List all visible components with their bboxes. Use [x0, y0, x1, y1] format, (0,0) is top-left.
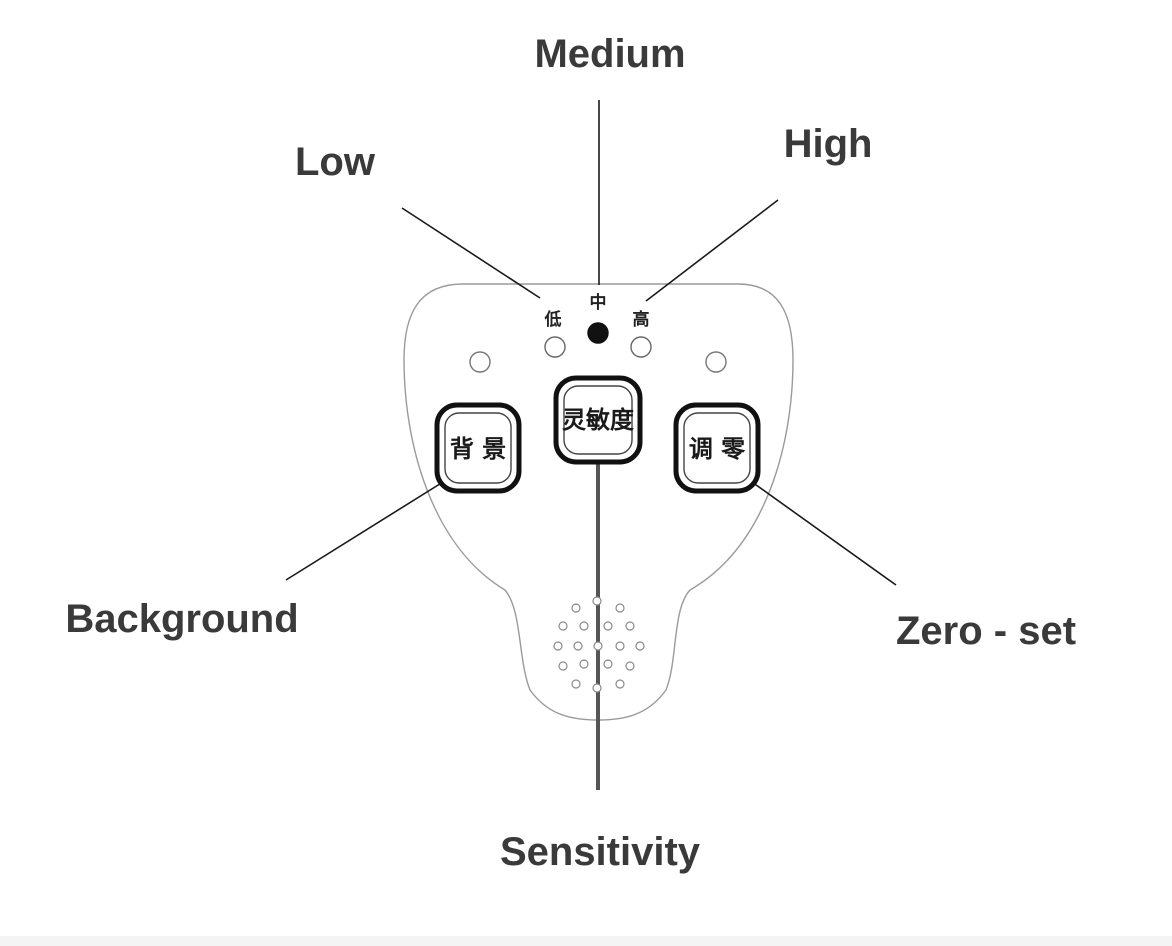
zero-set-label: Zero - set [896, 609, 1076, 653]
speaker-grille [553, 596, 645, 693]
background-button-text: 背 景 [450, 435, 506, 463]
sensitivity-label: Sensitivity [500, 830, 701, 874]
speaker-hole [558, 621, 568, 631]
background-label: Background [65, 597, 298, 641]
speaker-hole [615, 679, 625, 689]
indicator-high-mark: 高 [633, 309, 650, 330]
speaker-hole [603, 659, 613, 669]
speaker-hole [592, 683, 602, 693]
high-leader-line [645, 199, 779, 302]
speaker-hole [571, 679, 581, 689]
indicator-low-mark: 低 [544, 309, 562, 330]
mounting-hole-right [705, 351, 727, 373]
background-leader-line [285, 481, 444, 581]
low-label: Low [295, 140, 376, 184]
mounting-hole-left [469, 351, 491, 373]
zero-set-button[interactable]: 调 零 [673, 402, 761, 494]
indicator-medium-mark: 中 [590, 292, 607, 313]
low-leader-line [401, 207, 541, 299]
sensitivity-button[interactable]: 灵敏度 [553, 375, 643, 465]
speaker-hole [579, 621, 589, 631]
speaker-hole [625, 621, 635, 631]
speaker-hole [603, 621, 613, 631]
speaker-hole [592, 596, 602, 606]
speaker-hole [573, 641, 583, 651]
speaker-hole [615, 603, 625, 613]
indicator-high-led [630, 336, 652, 358]
speaker-hole [558, 661, 568, 671]
speaker-hole [625, 661, 635, 671]
speaker-hole [635, 641, 645, 651]
speaker-hole [579, 659, 589, 669]
indicator-low-led [544, 336, 566, 358]
zero-set-button-text: 调 零 [689, 435, 746, 463]
speaker-hole [593, 641, 603, 651]
speaker-hole [553, 641, 563, 651]
speaker-hole [615, 641, 625, 651]
indicator-medium-led [587, 322, 609, 344]
speaker-hole [571, 603, 581, 613]
footer-strip [0, 936, 1172, 946]
background-button[interactable]: 背 景 [434, 402, 522, 494]
zero-set-leader-line [751, 481, 897, 586]
medium-label: Medium [534, 32, 685, 76]
sensitivity-button-text: 灵敏度 [562, 406, 635, 434]
high-label: High [784, 122, 873, 166]
